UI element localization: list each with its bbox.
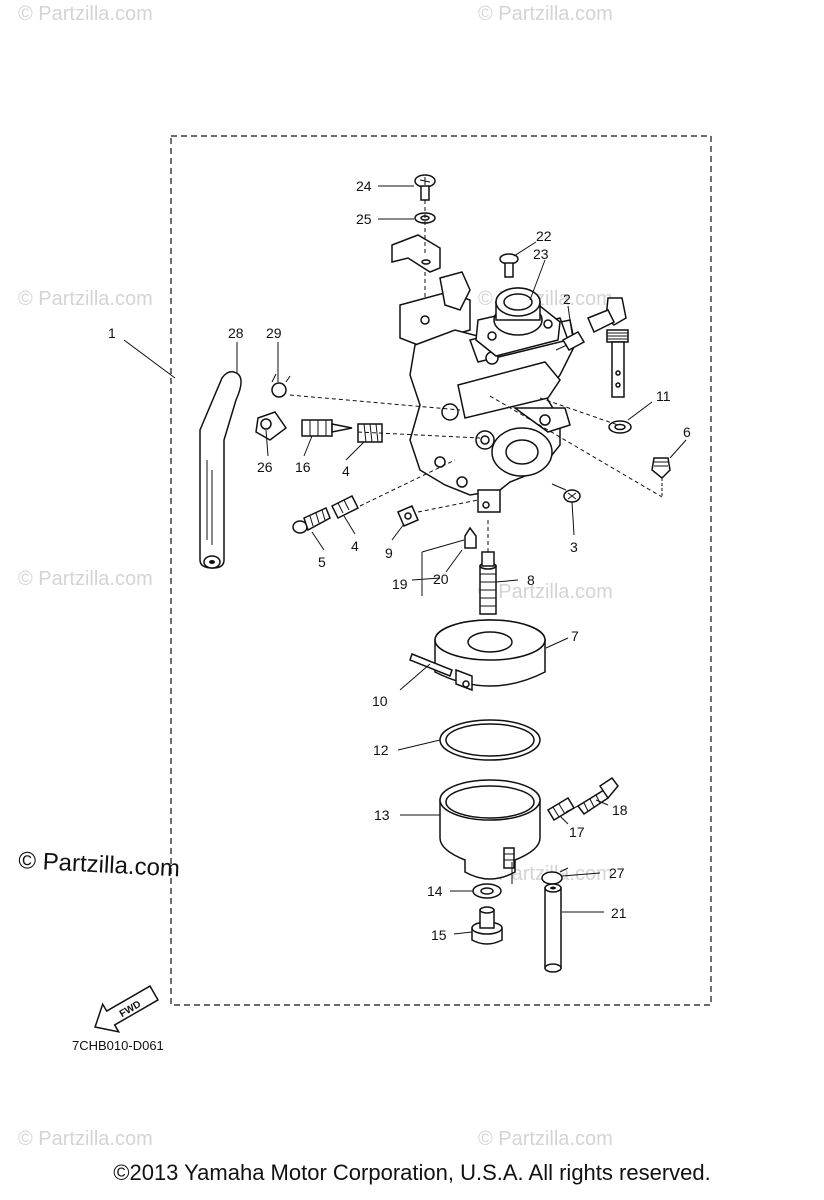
watermark: © Partzilla.com: [478, 581, 613, 603]
callout-22: 22: [536, 228, 552, 244]
part-24-screw: [414, 174, 436, 201]
callout-8: 8: [527, 572, 535, 588]
callout-27: 27: [609, 865, 625, 881]
callout-11: 11: [656, 388, 671, 404]
part-26-fitting: [255, 411, 288, 441]
watermark: © Partzilla.com: [478, 1128, 613, 1150]
watermark: © Partzilla.com: [18, 568, 153, 590]
part-4-spring-lower: [330, 494, 360, 520]
callout-29: 29: [266, 325, 282, 341]
part-13-bowl: [439, 779, 541, 880]
part-28-tube: [199, 371, 242, 569]
callout-28: 28: [228, 325, 244, 341]
callout-20: 20: [433, 571, 449, 587]
callout-6: 6: [683, 424, 691, 440]
part-29-clip: [271, 373, 291, 398]
callout-24: 24: [356, 178, 372, 194]
callout-12: 12: [373, 742, 389, 758]
callout-2: 2: [563, 291, 571, 307]
callout-1: 1: [108, 325, 116, 341]
watermark: © Partzilla.com: [18, 1128, 153, 1150]
watermark: © Partzilla.com: [18, 3, 153, 25]
callout-13: 13: [374, 807, 390, 823]
callout-4a: 4: [342, 463, 350, 479]
part-2-screw: [555, 331, 586, 351]
bracket: [391, 200, 441, 318]
callout-4b: 4: [351, 538, 359, 554]
callout-3: 3: [570, 539, 578, 555]
part-6-screw: [651, 457, 671, 497]
part-21-tube: [544, 883, 562, 973]
callout-16: 16: [295, 459, 311, 475]
callout-10: 10: [372, 693, 388, 709]
callout-26: 26: [257, 459, 273, 475]
assembly-boundary: [170, 135, 712, 1006]
callout-14: 14: [427, 883, 443, 899]
part-20-needle: [464, 526, 477, 549]
callout-25: 25: [356, 211, 372, 227]
part-5-screw: [292, 506, 331, 534]
part-16-jet: [301, 419, 353, 437]
callout-23: 23: [533, 246, 549, 262]
choke-lever: [587, 297, 629, 398]
watermarks: © Partzilla.com © Partzilla.com © Partzi…: [18, 3, 613, 1150]
callout-5: 5: [318, 554, 326, 570]
fwd-arrow-icon: FWD: [94, 985, 160, 1033]
callout-18: 18: [612, 802, 628, 818]
part-4-spring: [357, 423, 383, 443]
part-14-washer: [472, 883, 502, 899]
part-7-float: [434, 619, 546, 692]
watermark-large: © Partzilla.com: [18, 847, 181, 882]
watermark: © Partzilla.com: [18, 288, 153, 310]
diagram-code: 7CHB010-D061: [72, 1038, 164, 1053]
part-15-bolt: [471, 906, 503, 945]
part-23-flange: [475, 287, 561, 357]
copyright-notice: ©2013 Yamaha Motor Corporation, U.S.A. A…: [113, 1160, 711, 1185]
callout-9: 9: [385, 545, 393, 561]
callout-21: 21: [611, 905, 627, 921]
part-11-seal: [608, 420, 632, 434]
part-22-screw: [499, 253, 519, 278]
callout-7: 7: [571, 628, 579, 644]
callout-15: 15: [431, 927, 447, 943]
leader-lines: [123, 185, 687, 935]
part-18-screw: [565, 776, 619, 816]
watermark: © Partzilla.com: [478, 3, 613, 25]
callout-19: 19: [392, 576, 408, 592]
part-3-screw: [551, 483, 581, 503]
callout-17: 17: [569, 824, 585, 840]
part-10-pin: [409, 653, 453, 677]
part-12-gasket: [439, 719, 541, 761]
part-9-jet: [397, 505, 419, 527]
callouts: 1 2 3 4 4 5 6 7 8 9 10 11 12 13 14 15 16…: [108, 178, 691, 943]
part-8-tube: [479, 551, 497, 615]
